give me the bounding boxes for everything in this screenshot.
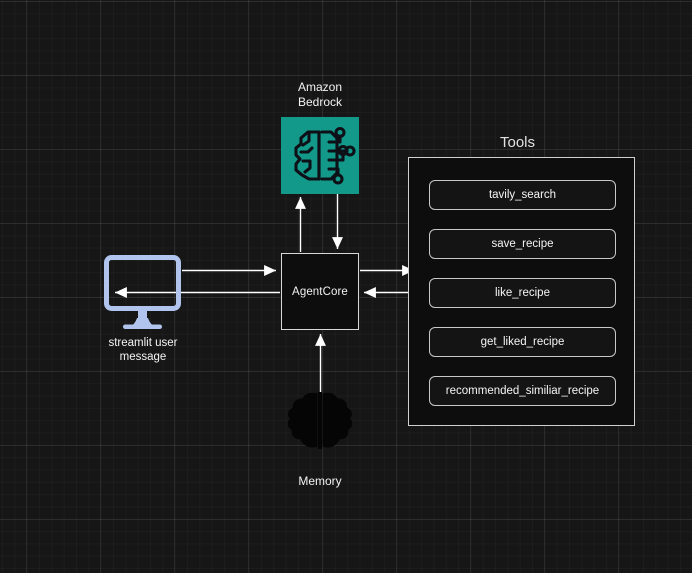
tools-title: Tools [499, 134, 536, 151]
tool-chip-save-recipe[interactable]: save_recipe [429, 229, 616, 259]
tool-chip-like-recipe[interactable]: like_recipe [429, 278, 616, 308]
tool-chip-tavily-search[interactable]: tavily_search [429, 180, 616, 210]
streamlit-label-line2: message [119, 351, 167, 363]
tool-label: like_recipe [495, 287, 550, 299]
tool-label: tavily_search [488, 189, 557, 201]
tool-label: save_recipe [491, 238, 554, 250]
tools-list: tavily_search save_recipe like_recipe ge… [429, 180, 616, 406]
tool-chip-get-liked-recipe[interactable]: get_liked_recipe [429, 327, 616, 357]
streamlit-label: streamlit user message [88, 336, 198, 364]
tools-panel: tavily_search save_recipe like_recipe ge… [408, 157, 635, 426]
bedrock-label-line2: Bedrock [297, 94, 343, 109]
monitor-icon[interactable] [104, 255, 181, 331]
brain-icon[interactable] [286, 391, 354, 457]
bedrock-label-line1: Amazon [297, 80, 343, 94]
tool-label: recommended_similiar_recipe [445, 385, 600, 397]
bedrock-label: Amazon Bedrock [270, 80, 370, 109]
memory-label: Memory [298, 474, 342, 488]
streamlit-label-line1: streamlit user [108, 337, 178, 349]
tool-label: get_liked_recipe [480, 336, 565, 348]
agentcore-label: AgentCore [292, 285, 348, 298]
tool-chip-recommended-similiar-recipe[interactable]: recommended_similiar_recipe [429, 376, 616, 406]
amazon-bedrock-brain-circuit-icon[interactable] [281, 117, 359, 194]
agentcore-node[interactable]: AgentCore [281, 253, 359, 330]
